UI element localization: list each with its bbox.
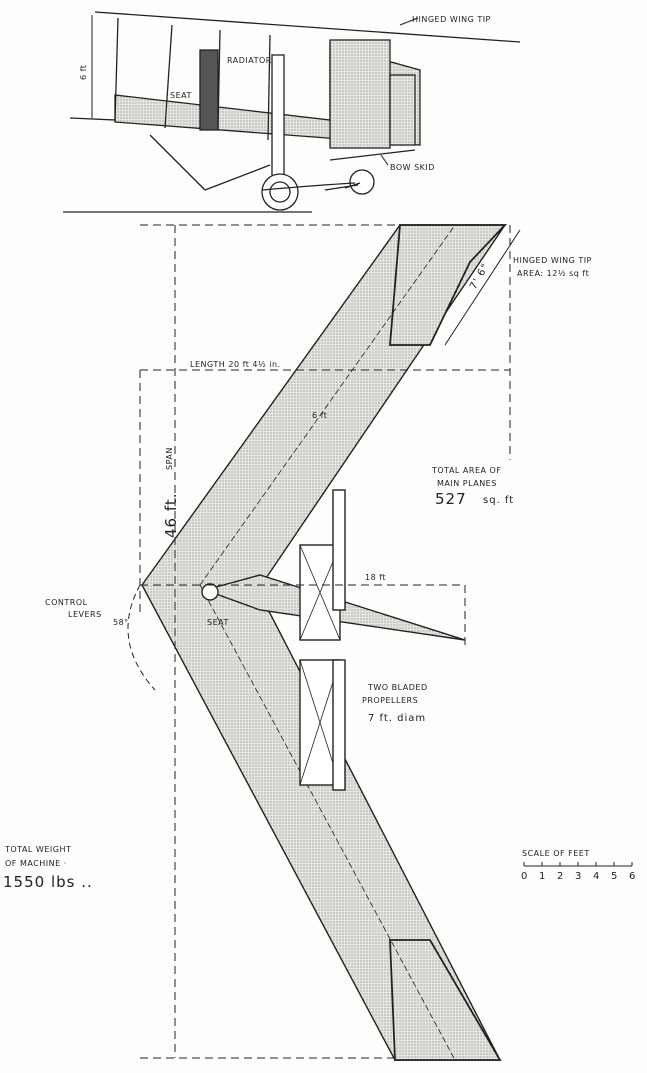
bow-skid-label: BOW SKID <box>390 163 435 172</box>
chord-label: 6 ft <box>312 411 327 420</box>
span-label: 46 ft. <box>162 492 180 538</box>
plan-view <box>141 224 508 1061</box>
side-height-label: 6 ft <box>79 65 88 80</box>
scale-title: SCALE OF FEET <box>522 849 590 858</box>
propellers-line-2: PROPELLERS <box>362 696 418 705</box>
wing-planform <box>141 224 507 1061</box>
hinged-tip-label-1: HINGED WING TIP <box>513 256 592 265</box>
radiator-label: RADIATOR <box>227 56 272 65</box>
control-levers-line-2: LEVERS <box>68 610 102 619</box>
hinged-tip-label-2: AREA: 12½ sq ft <box>517 269 589 278</box>
sweep-angle-label: 58° <box>113 618 129 627</box>
total-area-line-1: TOTAL AREA OF <box>431 466 501 475</box>
side-seat-label: SEAT <box>170 91 192 100</box>
plan-seat-label: SEAT <box>207 618 229 627</box>
scale-tick-label: 3 <box>575 871 582 882</box>
scale-tick-label: 5 <box>611 871 618 882</box>
dimension-lines <box>139 224 511 1059</box>
total-area-value: 527 <box>435 490 467 508</box>
side-view <box>63 11 521 213</box>
scale-tick-label: 0 <box>521 871 528 882</box>
sweep-angle-arc <box>127 584 156 691</box>
scale-tick-label: 1 <box>539 871 546 882</box>
scale-tick-label: 6 <box>629 871 636 882</box>
span-word: SPAN <box>165 447 174 470</box>
weight-value: 1550 lbs .. <box>3 873 93 891</box>
total-area-line-2: MAIN PLANES <box>437 479 497 488</box>
scale-tick-label: 4 <box>593 871 600 882</box>
weight-line-2: OF MACHINE · <box>5 859 67 868</box>
length-label: LENGTH 20 ft 4½ in. <box>190 360 281 369</box>
weight-line-1: TOTAL WEIGHT <box>4 845 71 854</box>
tip-dimension-line <box>444 229 521 346</box>
scale-tick-label: 2 <box>557 871 564 882</box>
total-area-unit: sq. ft <box>483 495 514 506</box>
propellers-line-1: TWO BLADED <box>367 683 428 692</box>
hinged-wing-tip-side-label: HINGED WING TIP <box>412 15 491 24</box>
fuselage-length-label: 18 ft <box>365 573 386 582</box>
control-levers-line-1: CONTROL <box>45 598 88 607</box>
propellers-line-3: 7 ft. diam <box>368 713 426 724</box>
